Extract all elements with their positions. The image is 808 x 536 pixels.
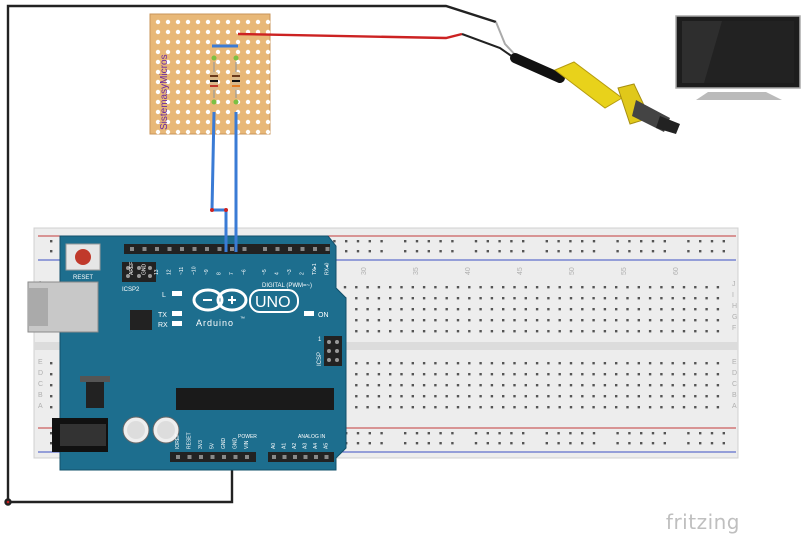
pin-label: A4 bbox=[313, 443, 319, 449]
pin-label: TX▸1 bbox=[312, 263, 318, 275]
row-letter: A bbox=[38, 403, 43, 410]
pin-label: GND bbox=[142, 264, 148, 276]
row-letter: J bbox=[732, 281, 736, 288]
rca-cable bbox=[461, 21, 680, 134]
row-letter: F bbox=[732, 325, 736, 332]
small-chip bbox=[130, 310, 152, 330]
row-letter: G bbox=[732, 314, 737, 321]
resistor-1 bbox=[210, 62, 218, 98]
column-number: 30 bbox=[361, 267, 368, 275]
power-label: POWER bbox=[238, 434, 257, 440]
pin-label: A3 bbox=[303, 443, 309, 449]
row-letter: B bbox=[732, 392, 737, 399]
pin-label: 13 bbox=[154, 269, 160, 275]
pin-label: ~9 bbox=[204, 269, 210, 275]
television-icon bbox=[675, 15, 801, 100]
row-letter: C bbox=[732, 381, 737, 388]
row-letter: H bbox=[732, 303, 737, 310]
column-number: 50 bbox=[569, 267, 576, 275]
row-letter: I bbox=[732, 292, 734, 299]
pin-label: ~11 bbox=[179, 267, 185, 275]
pin-label: ~5 bbox=[262, 269, 268, 275]
row-letter: E bbox=[38, 359, 43, 366]
icsp-one: 1 bbox=[318, 337, 322, 343]
atmega-chip bbox=[176, 388, 334, 410]
reset-label: RESET bbox=[73, 275, 93, 281]
pin-label: 5V bbox=[210, 442, 216, 449]
pin-label: ~3 bbox=[287, 269, 293, 275]
row-letter: C bbox=[38, 381, 43, 388]
row-letter: B bbox=[38, 392, 43, 399]
perfboard: SistemasyMicros bbox=[149, 13, 271, 135]
icsp-label: ICSP bbox=[317, 352, 323, 366]
pin-label: AREF bbox=[129, 262, 135, 275]
row-letter: D bbox=[38, 370, 43, 377]
column-number: 60 bbox=[673, 267, 680, 275]
row-letter: D bbox=[732, 370, 737, 377]
pin-label: VIN bbox=[244, 440, 250, 449]
uno-logo-text: UNO bbox=[255, 294, 291, 311]
trademark: ™ bbox=[240, 316, 245, 322]
l-label: L bbox=[162, 292, 166, 299]
perfboard-label: SistemasyMicros bbox=[159, 54, 170, 130]
pin-label: ~6 bbox=[242, 269, 248, 275]
pin-label: A5 bbox=[324, 443, 330, 449]
pin-label: 3V3 bbox=[198, 440, 204, 449]
pin-label: GND bbox=[233, 438, 239, 450]
pin-label: 8 bbox=[217, 272, 223, 275]
pin-label: 12 bbox=[167, 269, 173, 275]
pin-label: A1 bbox=[282, 443, 288, 449]
video-wire bbox=[237, 32, 463, 40]
column-number: 35 bbox=[413, 267, 420, 275]
pin-label: A0 bbox=[271, 443, 277, 449]
pin-label: 2 bbox=[300, 272, 306, 275]
pin-label: ~10 bbox=[192, 266, 198, 275]
analog-header bbox=[268, 452, 334, 462]
pin-label: IOREF bbox=[175, 434, 181, 449]
fritzing-watermark: fritzing bbox=[665, 510, 740, 534]
pin-label: A2 bbox=[292, 443, 298, 449]
pin-label: 7 bbox=[229, 272, 235, 275]
on-label: ON bbox=[318, 312, 329, 319]
arduino-logo: UNO Arduino ™ bbox=[192, 288, 299, 328]
capacitors bbox=[122, 416, 180, 444]
icsp2-label: ICSP2 bbox=[122, 287, 140, 293]
icsp2-header: ICSP2 bbox=[122, 262, 156, 293]
row-letter: A bbox=[732, 403, 737, 410]
digital-label: DIGITAL (PWM=~) bbox=[262, 283, 312, 289]
pin-label: RESET bbox=[187, 432, 193, 449]
analog-label: ANALOG IN bbox=[298, 434, 326, 440]
rx-label: RX bbox=[158, 322, 168, 329]
column-number: 45 bbox=[517, 267, 524, 275]
signal-wires bbox=[210, 111, 238, 252]
voltage-regulator bbox=[86, 380, 104, 408]
pin-label: RX◂0 bbox=[325, 263, 331, 275]
row-letter: E bbox=[732, 359, 737, 366]
pin-label: GND bbox=[221, 438, 227, 450]
pin-label: 4 bbox=[275, 272, 281, 275]
column-number: 40 bbox=[465, 267, 472, 275]
column-number: 55 bbox=[621, 267, 628, 275]
arduino-brand: Arduino bbox=[196, 318, 234, 328]
icsp-header: 1 ICSP bbox=[317, 336, 342, 366]
resistor-2 bbox=[232, 62, 240, 98]
reset-button: RESET bbox=[65, 243, 101, 281]
tx-label: TX bbox=[158, 312, 167, 319]
